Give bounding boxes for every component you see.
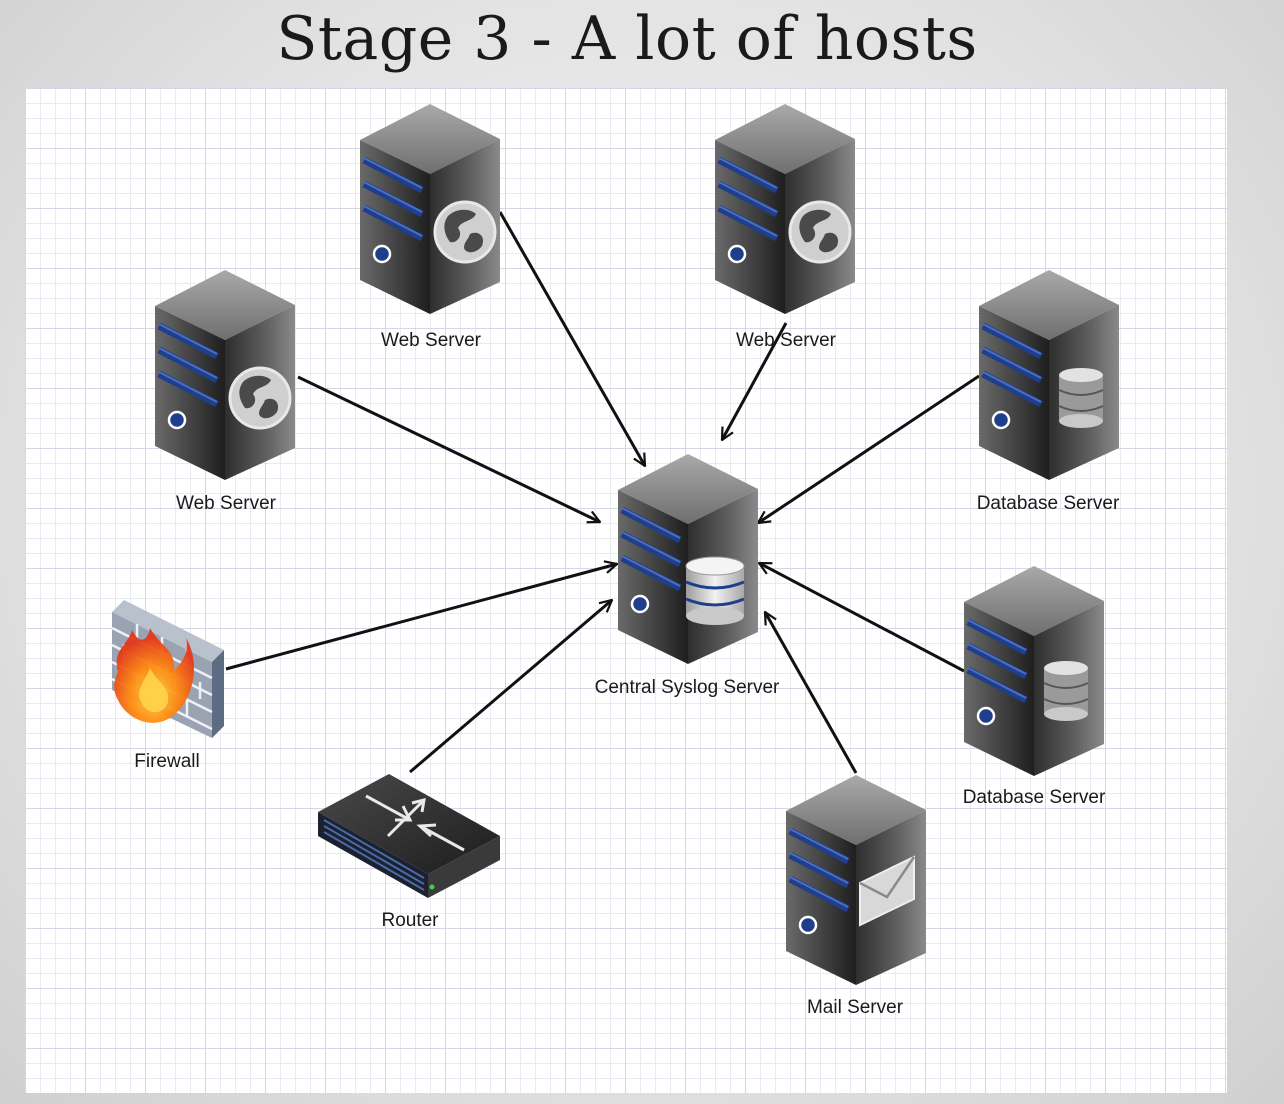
web-server-node-3[interactable]: Web Server <box>155 270 295 514</box>
database-server-label-1: Database Server <box>977 493 1120 514</box>
web-server-node-1[interactable]: Web Server <box>360 104 500 351</box>
database-icon <box>1058 368 1104 428</box>
router-node[interactable]: Router <box>318 774 500 931</box>
globe-icon <box>788 200 852 264</box>
globe-icon <box>433 200 497 264</box>
database-server-label-2: Database Server <box>963 787 1106 808</box>
central-syslog-server-label: Central Syslog Server <box>595 677 780 698</box>
edge-firewall-central <box>225 564 617 671</box>
edge-web2-central <box>720 322 788 440</box>
connections <box>225 211 980 774</box>
web-server-label-3: Web Server <box>176 493 277 514</box>
database-server-node-1[interactable]: Database Server <box>977 270 1120 514</box>
mail-server-node[interactable]: Mail Server <box>786 775 926 1018</box>
router-icon <box>318 774 500 898</box>
central-syslog-server-node[interactable]: Central Syslog Server <box>595 454 780 698</box>
database-icon <box>1043 661 1089 721</box>
envelope-icon <box>859 855 916 927</box>
edge-router-central <box>409 600 612 774</box>
database-icon <box>685 556 745 625</box>
edge-web3-central <box>297 375 600 524</box>
firewall-node[interactable]: Firewall <box>111 600 224 772</box>
database-server-node-2[interactable]: Database Server <box>963 566 1106 808</box>
slide-title: Stage 3 - A lot of hosts <box>276 4 978 74</box>
router-label: Router <box>381 910 439 931</box>
web-server-label-1: Web Server <box>381 330 482 351</box>
firewall-label: Firewall <box>134 751 199 772</box>
edge-db1-central <box>758 374 980 523</box>
edge-mail-central <box>763 612 858 774</box>
edge-db2-central <box>759 561 965 673</box>
mail-server-label: Mail Server <box>807 997 904 1018</box>
firewall-icon <box>111 600 224 738</box>
web-server-label-2: Web Server <box>736 330 837 351</box>
edge-web1-central <box>498 211 647 466</box>
web-server-node-2[interactable]: Web Server <box>715 104 855 351</box>
globe-icon <box>228 366 292 430</box>
